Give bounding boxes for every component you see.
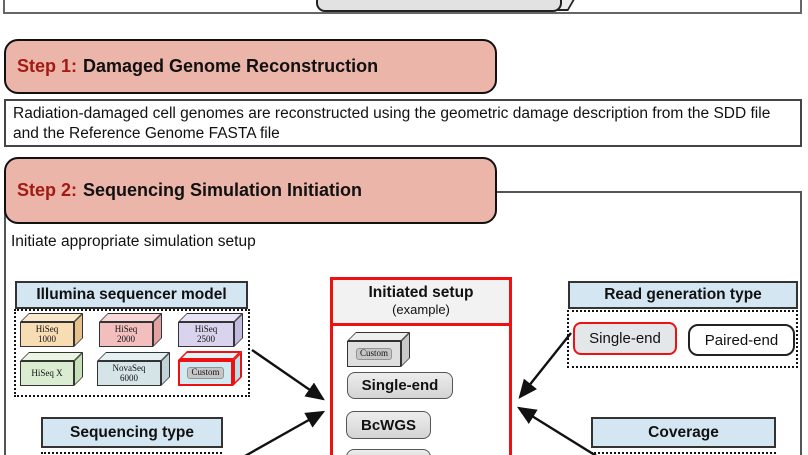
- box-front-face: Custom: [178, 360, 233, 386]
- model-label: Custom: [187, 367, 224, 379]
- option-label: Paired-end: [704, 331, 779, 349]
- step1-description-box: Radiation-damaged cell genomes are recon…: [4, 99, 802, 147]
- setup-item-label: BcWGS: [360, 416, 416, 434]
- model-label: HiSeq 2000: [114, 324, 138, 344]
- illumina-options-group: [14, 309, 250, 397]
- box-front-face: HiSeq 1000: [20, 322, 74, 347]
- sequencing-type-label: Sequencing type: [69, 423, 195, 441]
- box-front-face: Custom: [347, 341, 401, 367]
- box-front-face: HiSeq 2500: [178, 322, 234, 347]
- read-generation-type-header: Read generation type: [568, 281, 798, 309]
- model-label: HiSeq X: [31, 367, 63, 378]
- sequencing-type-header: Sequencing type: [41, 417, 223, 448]
- model-label: HiSeq 2500: [194, 324, 218, 344]
- step1-number: Step 1:: [17, 56, 78, 76]
- initiated-setup-subtitle: (example): [392, 301, 450, 317]
- model-label: HiSeq 1000: [35, 324, 59, 344]
- illumina-header-label: Illumina sequencer model: [36, 286, 227, 303]
- initiated-setup-title: Initiated setup: [368, 284, 474, 301]
- step2-header: Step 2: Sequencing Simulation Initiation: [4, 157, 497, 224]
- box-top-face: [97, 352, 170, 361]
- box-front-face: NovaSeq 6000: [97, 361, 161, 386]
- read-generation-label: Read generation type: [604, 286, 762, 303]
- setup-item-bcwgs[interactable]: BcWGS: [346, 411, 431, 439]
- option-label: Single-end: [589, 330, 661, 347]
- sequencing-type-options-group: [41, 452, 222, 455]
- step2-number: Step 2:: [17, 180, 78, 200]
- file-icon-partial: [316, 0, 562, 12]
- step2-intro-text: Initiate appropriate simulation setup: [11, 233, 256, 250]
- box-front-face: HiSeq X: [20, 361, 74, 386]
- option-single-end-selected[interactable]: Single-end: [573, 322, 677, 355]
- box-front-face: HiSeq 2000: [99, 322, 153, 347]
- setup-item-single-end[interactable]: Single-end: [347, 372, 453, 399]
- model-label: Custom: [355, 348, 392, 360]
- step1-description-text: Radiation-damaged cell genomes are recon…: [13, 105, 771, 143]
- box-top-face: [178, 313, 243, 322]
- step1-title: Damaged Genome Reconstruction: [83, 56, 379, 76]
- model-label: NovaSeq 6000: [112, 363, 146, 383]
- step2-title: Sequencing Simulation Initiation: [83, 180, 363, 200]
- option-paired-end[interactable]: Paired-end: [688, 324, 795, 356]
- coverage-label: Coverage: [648, 423, 719, 441]
- setup-item-label: Single-end: [361, 377, 439, 394]
- coverage-header: Coverage: [591, 417, 776, 448]
- initiated-setup-header: Initiated setup (example): [333, 280, 509, 326]
- setup-item-partial[interactable]: [346, 449, 431, 455]
- step1-header: Step 1: Damaged Genome Reconstruction: [4, 39, 497, 94]
- illumina-sequencer-model-header: Illumina sequencer model: [15, 281, 248, 309]
